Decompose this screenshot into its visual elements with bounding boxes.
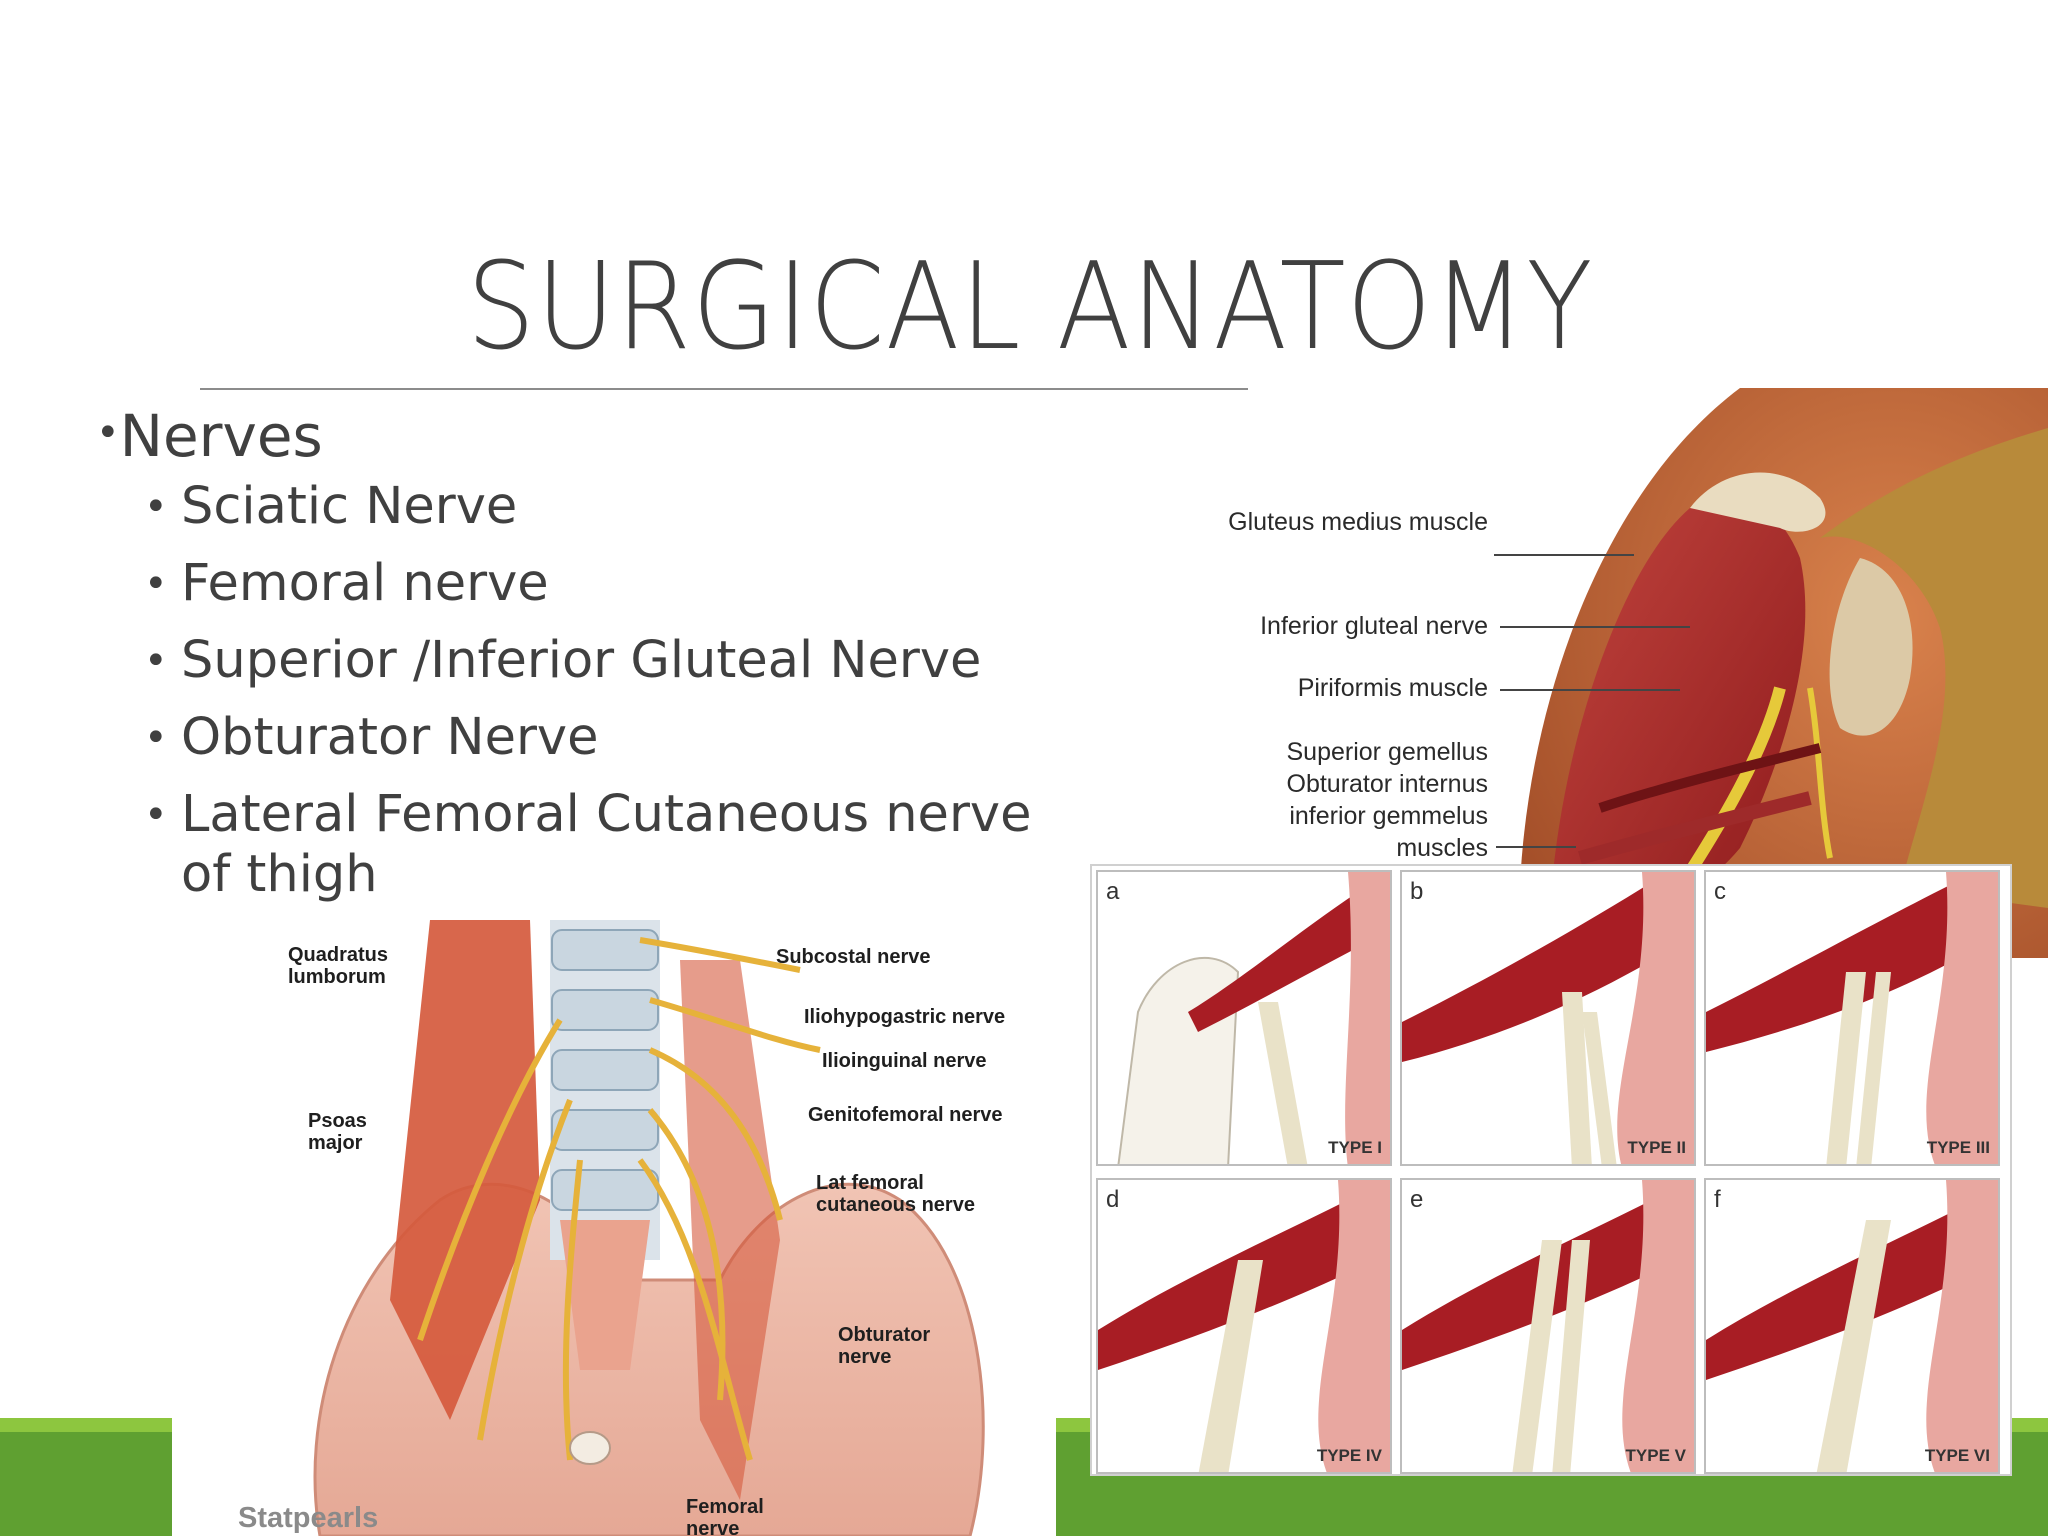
label-piriformis-muscle: Piriformis muscle (1297, 674, 1488, 702)
bullet-dot-icon: • (144, 484, 168, 530)
bullet-dot-icon: • (96, 410, 120, 456)
bullet-dot-icon: • (144, 715, 168, 761)
panel-e: e TYPE V (1400, 1178, 1696, 1474)
bullet-main-text: Nerves (119, 402, 323, 470)
panel-letter: f (1714, 1186, 1721, 1213)
panel-letter: d (1106, 1186, 1120, 1213)
panel-letter: b (1410, 878, 1424, 905)
panel-type-label: TYPE III (1926, 1138, 1990, 1157)
leader-line (1494, 554, 1634, 556)
label-ilioinguinal-nerve: Ilioinguinal nerve (822, 1050, 987, 1072)
label-lat-femoral-cutaneous-nerve: Lat femoral cutaneous nerve (816, 1172, 975, 1216)
panel-type-label: TYPE VI (1924, 1446, 1990, 1465)
bullet-dot-icon: • (144, 638, 168, 684)
leader-line (1500, 626, 1690, 628)
label-quadratus-lumborum: Quadratus lumborum (288, 944, 389, 988)
label-subcostal-nerve: Subcostal nerve (776, 946, 931, 968)
panel-c: c TYPE III (1704, 870, 2000, 1166)
lumbar-plexus-illustration (313, 920, 985, 1536)
bullet-dot-icon: • (144, 792, 168, 838)
leader-line (1500, 689, 1680, 691)
panel-illustration (1098, 1180, 1390, 1472)
green-bar-left-top (0, 1418, 172, 1432)
lumbar-plexus-figure (280, 900, 1060, 1536)
sub-bullet-text: Superior /Inferior Gluteal Nerve (181, 631, 982, 690)
bullet-dot-icon: • (144, 561, 168, 607)
panel-type-label: TYPE V (1625, 1446, 1686, 1465)
sub-bullet-text: Lateral Femoral Cutaneous nerve of thigh (181, 785, 1032, 904)
sub-bullet: • Femoral nerve (144, 554, 1096, 614)
panel-illustration (1706, 1180, 1998, 1472)
label-gemellus-obturator-muscles: Superior gemellus Obturator internus inf… (1286, 738, 1489, 862)
statpearls-watermark: Statpearls (238, 1502, 379, 1534)
sub-bullet-text: Obturator Nerve (181, 708, 599, 767)
sub-bullet: • Superior /Inferior Gluteal Nerve (144, 631, 1096, 691)
panel-f: f TYPE VI (1704, 1178, 2000, 1474)
panel-illustration (1402, 1180, 1694, 1472)
label-femoral-nerve: Femoral nerve (686, 1496, 764, 1536)
leader-line (1496, 846, 1576, 848)
sub-bullet-text: Sciatic Nerve (181, 477, 518, 536)
label-obturator-nerve: Obturator nerve (838, 1324, 931, 1368)
sub-bullet: • Sciatic Nerve (144, 477, 1096, 537)
panel-letter: e (1410, 1186, 1424, 1213)
sub-bullet-text: Femoral nerve (181, 554, 549, 613)
sub-bullet: • Lateral Femoral Cutaneous nerve of thig… (144, 785, 1064, 905)
panel-type-label: TYPE IV (1316, 1446, 1382, 1465)
sub-bullet-list: • Sciatic Nerve • Femoral nerve • Superior … (144, 477, 1096, 905)
panel-type-label: TYPE II (1627, 1138, 1686, 1157)
title-divider (200, 388, 1248, 390)
sub-bullet: • Obturator Nerve (144, 708, 1096, 768)
bullet-list: •Nerves •Sciatic Nerve •Femoral nerve •S… (96, 398, 1096, 922)
panel-d: d TYPE IV (1096, 1178, 1392, 1474)
panel-b: b TYPE II (1400, 870, 1696, 1166)
panel-a: a TYPE I (1096, 870, 1392, 1166)
label-genitofemoral-nerve: Genitofemoral nerve (808, 1104, 1003, 1126)
panel-illustration (1402, 872, 1694, 1164)
slide-title: SURGICAL ANATOMY (466, 238, 1594, 377)
label-inferior-gluteal-nerve: Inferior gluteal nerve (1260, 612, 1488, 640)
label-iliohypogastric-nerve: Iliohypogastric nerve (804, 1006, 1006, 1028)
bullet-main: •Nerves (96, 398, 1096, 471)
panel-letter: a (1106, 878, 1120, 905)
panel-illustration (1706, 872, 1998, 1164)
panel-letter: c (1714, 878, 1726, 905)
label-gluteus-medius: Gluteus medius muscle (1228, 508, 1488, 536)
panel-type-label: TYPE I (1328, 1138, 1382, 1157)
panel-illustration (1117, 872, 1390, 1164)
piriformis-variant-panels: a TYPE I b TYPE II c TYPE III d TYPE IV (1090, 864, 2012, 1476)
green-bar-left (0, 1432, 172, 1536)
label-psoas-major: Psoas major (308, 1110, 367, 1154)
